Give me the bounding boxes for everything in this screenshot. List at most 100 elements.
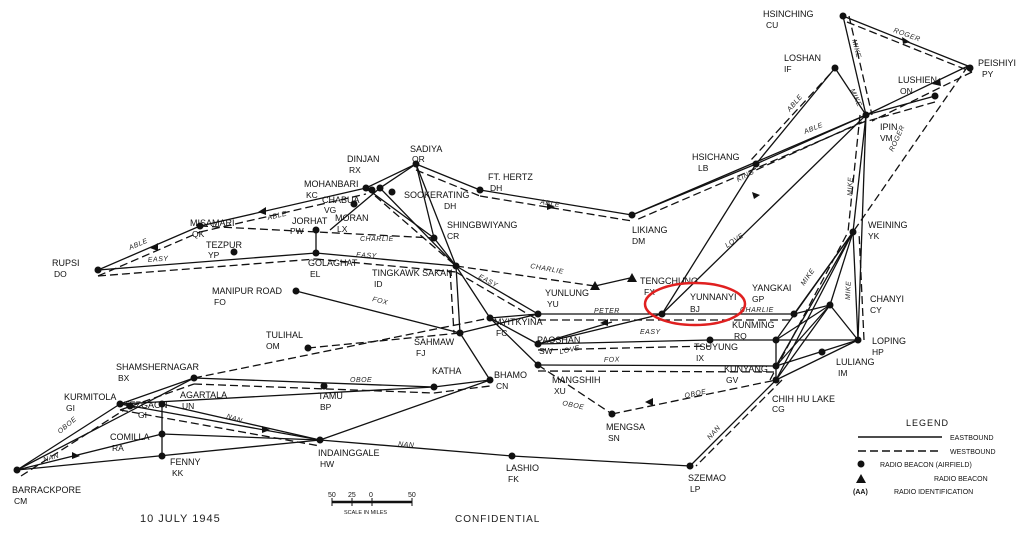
station-tsuyung[interactable]: TSUYUNG IX — [694, 336, 738, 364]
station-chanyi[interactable]: CHANYI CY — [826, 294, 905, 315]
radio-beacon-airfield-marker — [190, 374, 198, 382]
route-label-love: LOVE — [724, 232, 745, 249]
radio-beacon-airfield-marker — [292, 287, 300, 295]
station-hsichang[interactable]: HSICHANG LB — [692, 152, 760, 173]
station-code: ON — [900, 86, 913, 96]
station-kurmitola[interactable]: KURMITOLA GI — [64, 392, 124, 413]
radio-beacon-airfield-marker — [304, 344, 312, 352]
radio-beacon-airfield-marker — [772, 362, 780, 370]
station-code: LP — [690, 484, 701, 494]
station-name: LOSHAN — [784, 53, 821, 63]
station-tamu[interactable]: TAMU BP — [318, 382, 343, 413]
station-shingbwiyang[interactable]: SHINGBWIYANG CR — [430, 220, 518, 242]
station-jorhat[interactable]: JORHAT PW — [290, 216, 328, 236]
station-kunming[interactable]: KUNMING RQ — [732, 320, 780, 344]
station-name: MENGSA — [606, 422, 645, 432]
route-label-charlie: CHARLIE — [530, 263, 565, 276]
station-code: RX — [349, 165, 361, 175]
station-hsinching[interactable]: HSINCHING CU — [763, 9, 847, 30]
station-name: IPIN — [880, 122, 898, 132]
station-code: QK — [192, 229, 205, 239]
station-indainggale[interactable]: INDAINGGALE HW — [316, 436, 380, 470]
station-yunnanyi[interactable]: YUNNANYI BJ — [658, 292, 737, 318]
station-sahmaw[interactable]: SAHMAW FJ — [414, 329, 464, 359]
station-manipur-road[interactable]: MANIPUR ROAD FO — [212, 286, 300, 307]
route-label-able: ABLE — [539, 199, 561, 209]
station-tezgaon[interactable]: TEZGAON GI — [124, 400, 168, 420]
route-label-oboe: OBOE — [562, 400, 585, 411]
radio-beacon-airfield-marker — [628, 211, 636, 219]
station-chih-hu-lake[interactable]: CHIH HU LAKE CG — [772, 376, 835, 415]
station-ipin[interactable]: IPIN VM — [862, 111, 898, 144]
station-kunyang[interactable]: KUNYANG GV — [724, 362, 780, 386]
station-rupsi[interactable]: RUPSI DO — [52, 258, 102, 279]
station-loshan[interactable]: LOSHAN IF — [784, 53, 839, 74]
station-fthertz[interactable]: FT. HERTZ DH — [476, 172, 534, 194]
station-likiang[interactable]: LIKIANG DM — [628, 211, 668, 247]
station-name: RUPSI — [52, 258, 80, 268]
station-moran[interactable]: MORAN LX — [335, 200, 369, 235]
station-loping[interactable]: LOPING HP — [854, 336, 907, 357]
station-luliang[interactable]: LULIANG IM — [818, 348, 875, 379]
station-name: MORAN — [335, 213, 369, 223]
scale-tick: 25 — [348, 492, 356, 499]
legend-item-radio-beacon: RADIO BEACON — [856, 474, 988, 483]
station-name: BARRACKPORE — [12, 485, 81, 495]
station-weining[interactable]: WEINING YK — [849, 220, 908, 241]
station-peishiyi[interactable]: PEISHIYI PY — [966, 58, 1017, 79]
station-mengsa[interactable]: MENGSA SN — [606, 410, 645, 444]
station-szemao[interactable]: SZEMAO LP — [686, 462, 727, 495]
radio-beacon-airfield-marker — [412, 160, 420, 168]
route-label-mike: MIKE — [845, 281, 853, 300]
station-golaghat[interactable]: GOLAGHAT EL — [308, 249, 358, 280]
station-code: IX — [696, 353, 704, 363]
legend-item-eastbound: EASTBOUND — [858, 435, 994, 442]
station-yunlung[interactable]: YUNLUNG YU — [534, 288, 590, 318]
station-name: SOOKERATING — [404, 190, 469, 200]
station-code: CY — [870, 305, 882, 315]
station-name: TEZPUR — [206, 240, 243, 250]
radio-beacon-airfield-marker — [826, 301, 834, 309]
station-code: RQ — [734, 331, 747, 341]
station-paoshan[interactable]: PAOSHAN SW — [534, 335, 581, 356]
radio-beacon-airfield-marker — [966, 64, 974, 72]
station-code: GV — [726, 375, 739, 385]
station-tezpur[interactable]: TEZPUR YP — [206, 240, 243, 260]
station-code: YU — [547, 299, 559, 309]
station-tengchung[interactable]: TENGCHUNG FX — [590, 273, 698, 297]
station-myitkyina[interactable]: MYITKYINA FC — [486, 314, 543, 339]
station-mohanbari[interactable]: MOHANBARI KC — [304, 179, 376, 200]
station-comilla[interactable]: COMILLA RA — [110, 430, 166, 454]
map-date: 10 JULY 1945 — [140, 513, 221, 525]
radio-beacon-airfield-marker — [126, 402, 134, 410]
station-code: FO — [214, 297, 226, 307]
radio-beacon-airfield-marker — [312, 226, 320, 234]
station-mangshih[interactable]: MANGSHIH XU — [534, 361, 601, 397]
station-bhamo[interactable]: BHAMO CN — [486, 370, 528, 391]
station-sadiya[interactable]: SADIYA OR — [410, 144, 442, 168]
station-katha[interactable]: KATHA — [430, 366, 462, 391]
radio-beacon-airfield-marker — [158, 430, 166, 438]
station-lashio[interactable]: LASHIO FK — [506, 452, 539, 485]
station-code: XU — [554, 386, 566, 396]
radio-beacon-airfield-marker — [534, 340, 542, 348]
route-label-easy: EASY — [148, 256, 170, 264]
station-yangkai[interactable]: YANGKAI GP — [752, 283, 798, 318]
route-label-peter: PETER — [594, 308, 620, 315]
station-dinjan[interactable]: DINJAN RX — [347, 154, 384, 192]
station-tulihal[interactable]: TULIHAL OM — [266, 330, 312, 352]
station-shamshernagar[interactable]: SHAMSHERNAGAR BX — [116, 362, 200, 383]
station-code: BP — [320, 402, 332, 412]
station-chabua[interactable]: CHABUA VG — [322, 184, 370, 216]
station-code: DM — [632, 236, 645, 246]
station-sookerating[interactable]: SOOKERATING DH — [388, 188, 470, 212]
legend-label: RADIO BEACON — [934, 476, 988, 483]
station-lushien[interactable]: LUSHIEN ON — [898, 75, 939, 100]
station-fenny[interactable]: FENNY KK — [158, 452, 201, 479]
route-label-easy: EASY — [356, 252, 378, 260]
station-barrackpore[interactable]: BARRACKPORE CM — [12, 466, 81, 507]
station-agartala[interactable]: AGARTALA UN — [158, 390, 228, 411]
station-tingkawk-sakan[interactable]: TINGKAWK SAKAN ID — [372, 262, 460, 290]
station-misamari[interactable]: MISAMARI QK — [190, 218, 235, 239]
station-code: CM — [14, 496, 27, 506]
